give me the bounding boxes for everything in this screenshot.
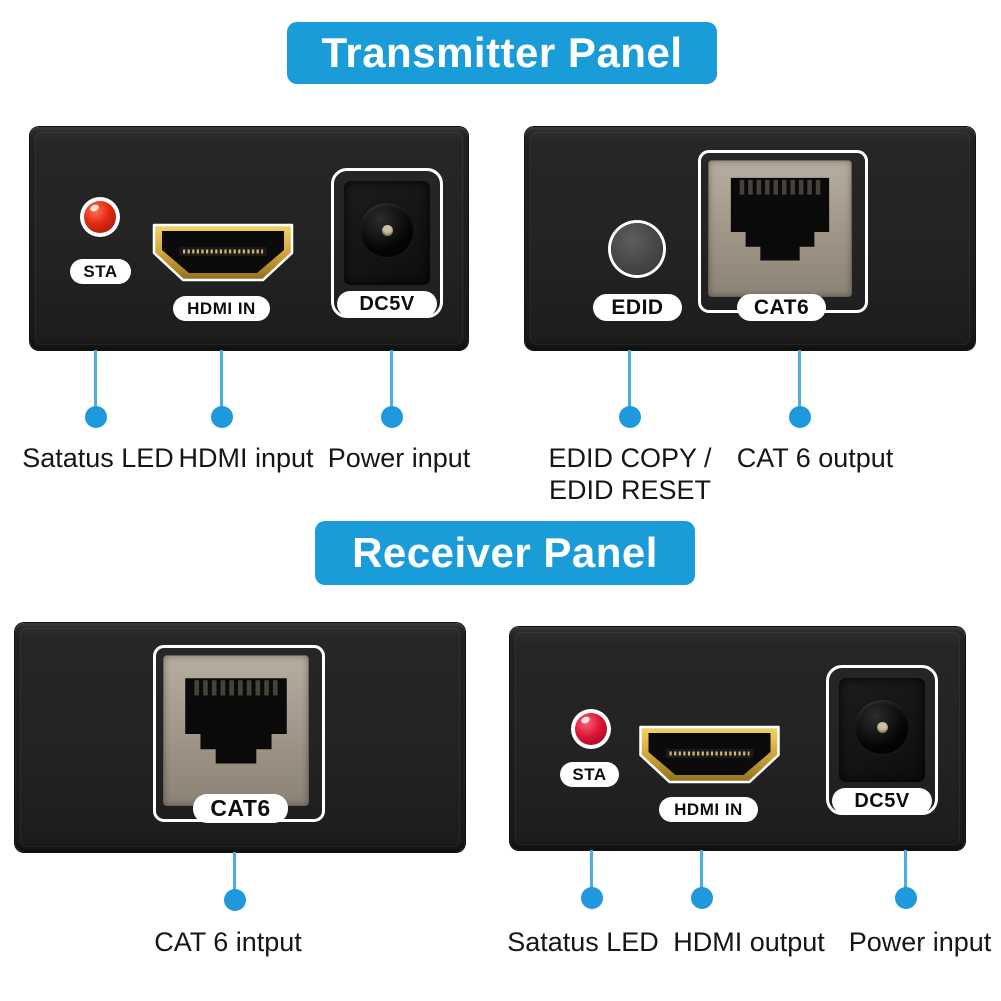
callout-hdmi-output: HDMI output	[673, 927, 825, 957]
transmitter-back-panel: EDID CAT6	[525, 127, 975, 350]
callout-edid-line2: EDID RESET	[548, 475, 712, 505]
receiver-front-panel: STA HDMI IN DC5V	[510, 627, 965, 850]
callout-dot	[895, 887, 917, 909]
edid-button-icon	[611, 223, 663, 275]
callout-dot	[85, 406, 107, 428]
rj45-jack-icon	[185, 677, 287, 763]
callout-edid-line1: EDID COPY /	[548, 443, 712, 473]
callout-dot	[789, 406, 811, 428]
callout-cat6-input: CAT 6 intput	[154, 927, 302, 957]
callout-status-led: Satatus LED	[507, 927, 659, 957]
dc-power-jack-icon: DC5V	[331, 168, 443, 318]
dc5v-pill: DC5V	[337, 291, 437, 317]
sta-pill: STA	[560, 762, 619, 787]
dc5v-pill: DC5V	[832, 788, 932, 814]
callout-line	[904, 850, 907, 890]
hdmi-in-pill: HDMI IN	[173, 296, 270, 321]
callout-dot	[619, 406, 641, 428]
callout-edid: EDID COPY / EDID RESET	[548, 442, 711, 506]
callout-line	[390, 350, 393, 408]
callout-power-input: Power input	[848, 927, 992, 957]
rj45-port-icon	[153, 645, 325, 822]
cat6-pill: CAT6	[193, 794, 288, 823]
callout-hdmi-input: HDMI input	[178, 443, 314, 473]
dc-power-jack-icon: DC5V	[826, 665, 938, 815]
callout-dot	[381, 406, 403, 428]
receiver-title: Receiver Panel	[352, 529, 658, 576]
callout-line	[700, 850, 703, 890]
transmitter-front-panel: STA HDMI IN DC5V	[30, 127, 468, 350]
transmitter-banner: Transmitter Panel	[287, 22, 717, 84]
hdmi-in-pill: HDMI IN	[659, 797, 758, 822]
hdmi-port-icon	[639, 725, 780, 784]
edid-pill: EDID	[593, 294, 682, 321]
callout-dot	[211, 406, 233, 428]
transmitter-title: Transmitter Panel	[321, 29, 683, 76]
sta-pill: STA	[70, 259, 131, 284]
receiver-back-panel: CAT6	[15, 623, 465, 852]
callout-line	[628, 350, 631, 408]
callout-dot	[581, 887, 603, 909]
cat6-pill: CAT6	[737, 294, 826, 321]
rj45-port-icon	[698, 150, 868, 313]
rj45-jack-icon	[730, 177, 830, 260]
callout-status-led: Satatus LED	[22, 443, 174, 473]
callout-line	[220, 350, 223, 408]
callout-dot	[691, 887, 713, 909]
status-led-icon	[571, 709, 611, 749]
receiver-banner: Receiver Panel	[315, 521, 695, 585]
status-led-icon	[80, 197, 120, 237]
callout-line	[94, 350, 97, 408]
callout-line	[798, 350, 801, 408]
callout-power-input: Power input	[327, 443, 471, 473]
callout-dot	[224, 889, 246, 911]
callout-line	[233, 852, 236, 892]
callout-cat6-output: CAT 6 output	[736, 443, 894, 473]
hdmi-port-icon	[152, 223, 294, 282]
callout-line	[590, 850, 593, 890]
